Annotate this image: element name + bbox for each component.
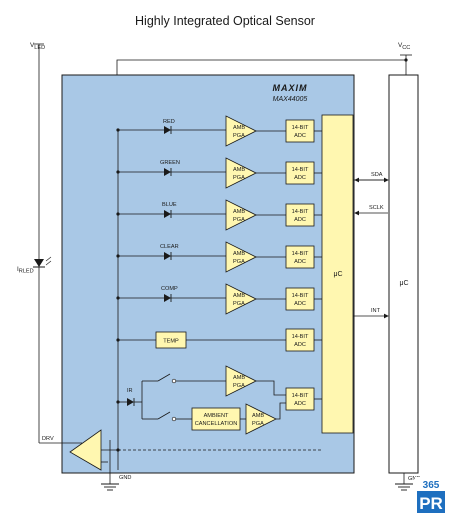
channel-label-green: GREEN xyxy=(160,160,180,166)
channel-clear: CLEAR AMB PGA 14-BIT ADC xyxy=(116,241,322,273)
switch-lower xyxy=(157,411,171,420)
amb-pga-blue xyxy=(225,199,257,231)
part-number: MAX44005 xyxy=(273,96,308,103)
amb-pga-comp xyxy=(225,283,257,315)
ground-right: GND xyxy=(395,473,420,491)
amb-pga-green xyxy=(225,157,257,189)
svg-text:ADC: ADC xyxy=(294,133,306,139)
internal-microcontroller xyxy=(321,114,354,434)
svg-text:AMB: AMB xyxy=(252,413,264,419)
amb-pga-ir xyxy=(225,365,257,397)
svg-text:14-BIT: 14-BIT xyxy=(292,293,309,299)
amb-pga-ambient xyxy=(245,403,277,435)
channel-temp: TEMP 14-BIT ADC xyxy=(116,328,322,352)
sclk-label: SCLK xyxy=(369,205,384,211)
svg-text:PR: PR xyxy=(419,494,443,513)
host-uc-label: μC xyxy=(399,280,408,287)
host-microcontroller xyxy=(388,74,419,474)
svg-text:365: 365 xyxy=(423,480,440,491)
gnd-label-left: GND xyxy=(119,475,131,481)
photodiode-icon xyxy=(164,210,171,218)
svg-text:AMB: AMB xyxy=(233,293,245,299)
ground-left: GND xyxy=(101,440,131,491)
diagram-title: Highly Integrated Optical Sensor xyxy=(135,14,315,28)
channel-label-comp: COMP xyxy=(161,286,178,292)
svg-text:AMB: AMB xyxy=(233,251,245,257)
svg-text:AMB: AMB xyxy=(233,209,245,215)
svg-text:14-BIT: 14-BIT xyxy=(292,393,309,399)
svg-text:PGA: PGA xyxy=(233,383,245,389)
channel-ir: IR AMB PGA AMBIENT CANCELLATION AMB PGA … xyxy=(116,365,322,435)
ir-label: IR xyxy=(127,388,133,394)
gnd-label-right: GND xyxy=(408,476,420,482)
switch-upper xyxy=(157,373,171,382)
svg-text:ADC: ADC xyxy=(294,259,306,265)
photodiode-icon xyxy=(164,294,171,302)
svg-text:PGA: PGA xyxy=(233,175,245,181)
svg-text:ADC: ADC xyxy=(294,342,306,348)
svg-text:AMBIENT: AMBIENT xyxy=(204,413,229,419)
svg-text:14-BIT: 14-BIT xyxy=(292,251,309,257)
sda-label: SDA xyxy=(371,172,383,178)
channel-label-red: RED xyxy=(163,119,175,125)
svg-text:14-BIT: 14-BIT xyxy=(292,125,309,131)
channel-blue: BLUE AMB PGA 14-BIT ADC xyxy=(116,199,322,231)
int-label: INT xyxy=(371,308,381,314)
maxim-logo: MAXIM xyxy=(273,83,308,93)
svg-text:PGA: PGA xyxy=(233,133,245,139)
svg-text:ADC: ADC xyxy=(294,301,306,307)
svg-text:CANCELLATION: CANCELLATION xyxy=(195,421,237,427)
ir-led-icon xyxy=(34,259,44,267)
channel-label-blue: BLUE xyxy=(162,202,177,208)
vcc-label: VCC xyxy=(398,42,410,51)
svg-text:14-BIT: 14-BIT xyxy=(292,167,309,173)
amb-pga-red xyxy=(225,115,257,147)
svg-text:PGA: PGA xyxy=(252,421,264,427)
svg-text:PGA: PGA xyxy=(233,301,245,307)
photodiode-icon xyxy=(164,252,171,260)
photodiode-icon xyxy=(164,126,171,134)
channel-green: GREEN AMB PGA 14-BIT ADC xyxy=(116,157,322,189)
vled-label: VLED xyxy=(30,42,45,51)
drv-label: DRV xyxy=(42,436,54,442)
svg-text:PGA: PGA xyxy=(233,259,245,265)
svg-text:14-BIT: 14-BIT xyxy=(292,209,309,215)
svg-text:AMB: AMB xyxy=(233,167,245,173)
iled-label: IRLED xyxy=(17,266,34,275)
internal-uc-label: μC xyxy=(333,271,342,278)
amb-pga-clear xyxy=(225,241,257,273)
svg-text:14-BIT: 14-BIT xyxy=(292,334,309,340)
svg-text:ADC: ADC xyxy=(294,217,306,223)
svg-text:ADC: ADC xyxy=(294,401,306,407)
photodiode-icon xyxy=(164,168,171,176)
svg-text:AMB: AMB xyxy=(233,125,245,131)
channel-red: RED AMB PGA 14-BIT ADC xyxy=(116,115,322,147)
svg-text:AMB: AMB xyxy=(233,375,245,381)
ir-photodiode-icon xyxy=(127,398,134,406)
svg-text:PGA: PGA xyxy=(233,217,245,223)
watermark-logo: 365 PR xyxy=(415,477,447,515)
channel-comp: COMP AMB PGA 14-BIT ADC xyxy=(116,283,322,315)
temp-label: TEMP xyxy=(163,339,179,345)
led-driver: DRV xyxy=(39,429,322,471)
svg-text:ADC: ADC xyxy=(294,175,306,181)
channel-label-clear: CLEAR xyxy=(160,244,179,250)
